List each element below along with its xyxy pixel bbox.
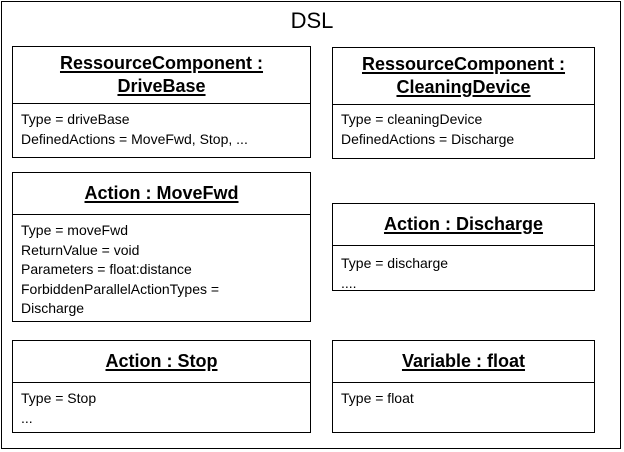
- drivebase-component-name: RessourceComponent : DriveBase: [59, 53, 264, 96]
- stop-action-header: Action : Stop: [13, 341, 310, 383]
- attribute-line: Type = Stop: [21, 390, 97, 406]
- drivebase-component-header: RessourceComponent : DriveBase: [13, 47, 310, 104]
- diagram-title: DSL: [290, 8, 334, 33]
- float-variable-attributes: Type = float: [341, 389, 590, 432]
- attribute-line: ForbiddenParallelActionTypes =: [21, 280, 220, 297]
- attribute-line: ....: [341, 274, 357, 291]
- float-variable-name: Variable : float: [401, 351, 526, 371]
- cleaning-device-component-name: RessourceComponent : CleaningDevice: [361, 54, 566, 97]
- drivebase-component-attributes: Type = driveBase DefinedActions = MoveFw…: [21, 110, 306, 157]
- cleaning-device-component-box: RessourceComponent : CleaningDevice Type…: [332, 47, 595, 159]
- stop-action-box: Action : Stop Type = Stop ...: [12, 340, 311, 433]
- attribute-line: DefinedActions = Discharge: [341, 130, 515, 147]
- stop-action-name: Action : Stop: [105, 351, 218, 371]
- attribute-line: Discharge: [21, 300, 85, 316]
- movefwd-action-header: Action : MoveFwd: [13, 173, 310, 215]
- discharge-action-header: Action : Discharge: [333, 204, 594, 246]
- movefwd-action-box: Action : MoveFwd Type = moveFwd ReturnVa…: [12, 172, 311, 322]
- stop-action-attributes: Type = Stop ...: [21, 389, 306, 432]
- attribute-line: Parameters = float:distance: [21, 261, 192, 277]
- discharge-action-name: Action : Discharge: [383, 214, 544, 234]
- attribute-line: ...: [21, 409, 33, 426]
- discharge-action-attributes: Type = discharge ....: [341, 254, 590, 291]
- cleaning-device-component-attributes: Type = cleaningDevice DefinedActions = D…: [341, 110, 590, 158]
- attribute-line: ReturnValue = void: [21, 241, 140, 258]
- attribute-line: Type = moveFwd: [21, 222, 128, 238]
- float-variable-header: Variable : float: [333, 341, 594, 383]
- attribute-line: DefinedActions = MoveFwd, Stop, ...: [21, 130, 248, 147]
- attribute-line: Type = float: [341, 390, 414, 406]
- drivebase-component-box: RessourceComponent : DriveBase Type = dr…: [12, 46, 311, 158]
- discharge-action-box: Action : Discharge Type = discharge ....: [332, 203, 595, 291]
- attribute-line: Type = cleaningDevice: [341, 111, 483, 127]
- movefwd-action-name: Action : MoveFwd: [84, 183, 239, 203]
- movefwd-action-attributes: Type = moveFwd ReturnValue = void Parame…: [21, 221, 306, 321]
- float-variable-box: Variable : float Type = float: [332, 340, 595, 433]
- attribute-line: Type = driveBase: [21, 111, 130, 127]
- attribute-line: Type = discharge: [341, 255, 449, 271]
- cleaning-device-component-header: RessourceComponent : CleaningDevice: [333, 48, 594, 105]
